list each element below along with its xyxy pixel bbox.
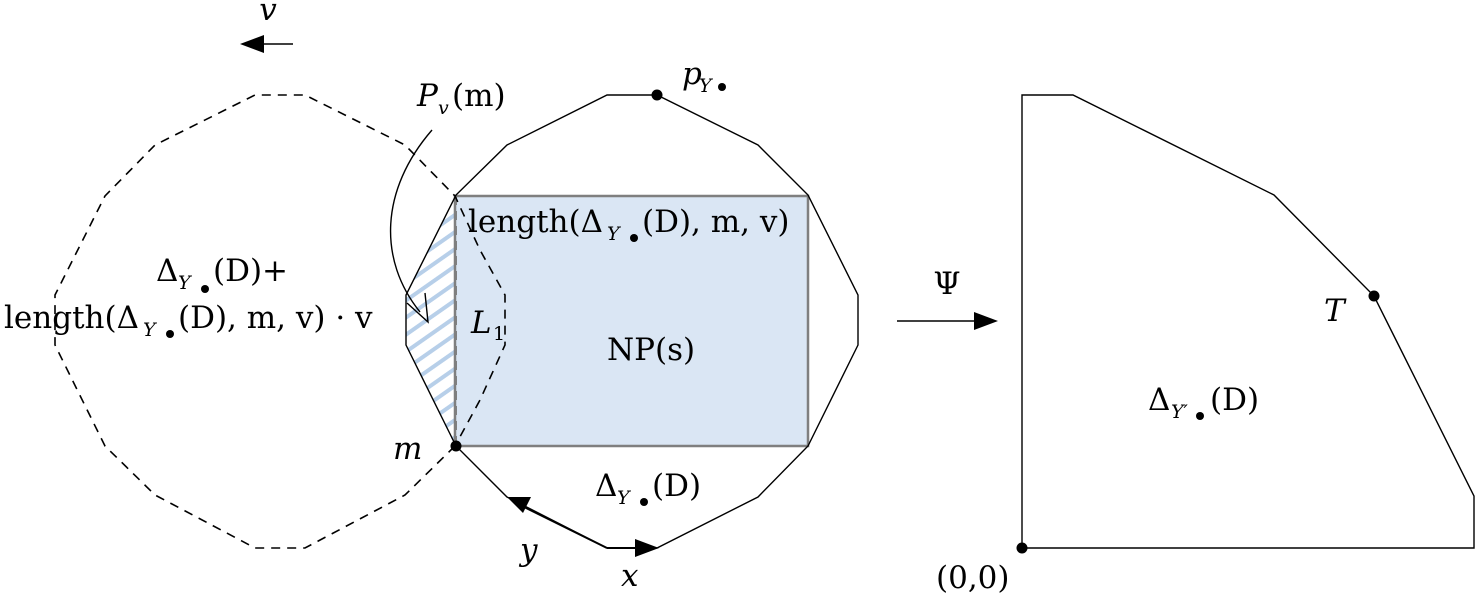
svg-text:(D): (D) xyxy=(652,468,701,504)
svg-text:1: 1 xyxy=(493,323,505,345)
svg-text:(D)+: (D)+ xyxy=(213,253,288,289)
svg-text:(m): (m) xyxy=(452,78,506,114)
delta-prime-polygon xyxy=(1021,94,1475,549)
svg-text:Y: Y xyxy=(617,487,632,509)
svg-text:Y: Y xyxy=(143,319,158,341)
svg-text:p: p xyxy=(682,56,702,92)
label-x: x xyxy=(621,558,639,594)
label-delta-bottom: Δ Y (D) xyxy=(595,468,701,509)
label-shifted-line2: length(Δ Y (D), m, v) · v xyxy=(4,300,373,341)
np-rectangle xyxy=(453,194,810,448)
svg-text:Y: Y xyxy=(699,75,714,97)
label-m: m xyxy=(393,431,422,467)
svg-text:(D): (D) xyxy=(1210,382,1259,418)
label-l1: L 1 xyxy=(470,305,505,345)
svg-text:v: v xyxy=(438,97,449,119)
label-v: v xyxy=(259,0,277,28)
label-length: length(Δ Y (D), m, v) xyxy=(468,204,789,245)
svg-text:Y′: Y′ xyxy=(1171,401,1189,423)
point-t xyxy=(1368,290,1380,302)
label-p-y: p Y xyxy=(682,56,726,97)
svg-text:length(Δ: length(Δ xyxy=(468,204,603,240)
label-delta-prime: Δ Y′ (D) xyxy=(1148,382,1259,423)
svg-text:Δ: Δ xyxy=(156,253,178,289)
pv-curved-arrow xyxy=(389,129,433,324)
point-origin xyxy=(1016,542,1028,554)
point-m xyxy=(450,440,462,452)
svg-text:Y: Y xyxy=(178,272,193,294)
svg-text:Y: Y xyxy=(607,223,622,245)
label-pv-m: P v (m) xyxy=(416,78,506,119)
psi-arrow xyxy=(897,312,998,330)
shifted-dashed-polygon xyxy=(54,94,506,549)
label-shifted-line1: Δ Y (D)+ xyxy=(156,253,288,294)
label-psi: Ψ xyxy=(933,266,960,302)
svg-text:(D), m, v): (D), m, v) xyxy=(642,204,789,240)
label-np-s: NP(s) xyxy=(607,332,695,368)
x-axis-arrow xyxy=(607,539,659,557)
svg-text:(D), m, v) · v: (D), m, v) · v xyxy=(178,300,373,336)
svg-text:Δ: Δ xyxy=(1148,382,1170,418)
svg-text:P: P xyxy=(416,78,439,114)
label-origin: (0,0) xyxy=(936,560,1010,596)
svg-text:Δ: Δ xyxy=(595,468,617,504)
v-arrow xyxy=(240,35,293,53)
y-axis-arrow xyxy=(507,497,608,549)
svg-text:length(Δ: length(Δ xyxy=(4,300,139,336)
label-y: y xyxy=(518,532,538,568)
svg-text:L: L xyxy=(470,305,492,341)
point-p-y xyxy=(651,89,663,101)
label-t: T xyxy=(1324,293,1347,329)
